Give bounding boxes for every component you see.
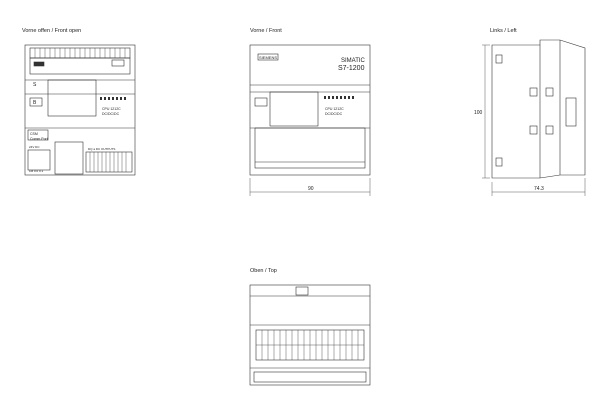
front-open-csm-box (27, 129, 49, 141)
view-title-front-open: Vorne offen / Front open (22, 28, 82, 34)
left-view (482, 39, 586, 196)
front-open-body (24, 44, 136, 176)
front-io-leds (324, 96, 354, 99)
front-led-block (254, 97, 268, 107)
front-open-center-window (47, 79, 97, 117)
front-open-marker-s: S (33, 82, 37, 88)
front-width-value: 90 (308, 186, 314, 192)
left-window-1 (529, 87, 538, 97)
front-brand-badge-box (257, 53, 279, 61)
left-window-4 (545, 125, 554, 135)
front-open-small-block (33, 61, 45, 67)
front-open-texts: S B CPU 1212C DC/DC/DC CSM Comm Port 24V… (29, 82, 121, 173)
front-texts: SIEMENS SIMATIC S7-1200 CPU 1212C DC/DC/… (259, 55, 366, 192)
front-open-ethernet-port (54, 141, 84, 175)
top-body (249, 284, 371, 386)
front-view (249, 44, 371, 196)
left-height-value: 100 (474, 110, 483, 116)
left-label-plate (565, 97, 577, 127)
view-title-top: Oben / Top (250, 268, 277, 274)
top-tab (295, 286, 309, 296)
view-title-front: Vorne / Front (250, 28, 282, 34)
front-open-top-terminal-teeth (34, 48, 126, 58)
left-texts: 100 74.3 (474, 110, 544, 192)
front-open-bottom-terminals (85, 151, 133, 173)
left-depth-value: 74.3 (534, 186, 544, 192)
top-view (249, 284, 371, 386)
front-open-bottom-label2: 1M 0.0 0.1 (29, 169, 44, 173)
front-open-bottom-terminal-teeth (89, 152, 127, 172)
front-open-bottom-right-label: DQ a DC OUTPUTS (88, 147, 115, 151)
front-brand-badge: SIEMENS (259, 55, 277, 60)
front-open-tab (111, 59, 125, 67)
left-body-outline (491, 39, 586, 179)
front-open-order-label: DC/DC/DC (102, 112, 120, 116)
front-product-model: S7-1200 (338, 65, 365, 72)
front-cpu-label: CPU 1212C (325, 107, 344, 111)
front-lower-cover (254, 127, 366, 169)
front-open-power-terminals (27, 149, 51, 171)
front-open-ports-label: CSM (30, 132, 38, 136)
front-open-io-leds (100, 97, 126, 100)
left-clip-top (495, 54, 503, 64)
front-open-led-block (29, 97, 43, 107)
front-window (269, 91, 319, 127)
left-clip-bottom (495, 157, 503, 167)
front-open-upper-band (29, 57, 131, 75)
front-open-bottom-label: 24V DC (29, 145, 40, 149)
front-product-name: SIMATIC (341, 58, 366, 64)
front-open-view (24, 44, 136, 176)
left-window-2 (545, 87, 554, 97)
front-open-marker-b: B (33, 100, 37, 106)
front-body (249, 44, 371, 176)
front-cpu-sub: DC/DC/DC (325, 112, 343, 116)
top-bottom-rail (253, 371, 367, 383)
left-window-3 (529, 125, 538, 135)
front-open-ports-sublabel: Comm Port (30, 137, 48, 141)
front-open-module-label: CPU 1212C (102, 107, 121, 111)
view-title-left: Links / Left (490, 28, 517, 34)
